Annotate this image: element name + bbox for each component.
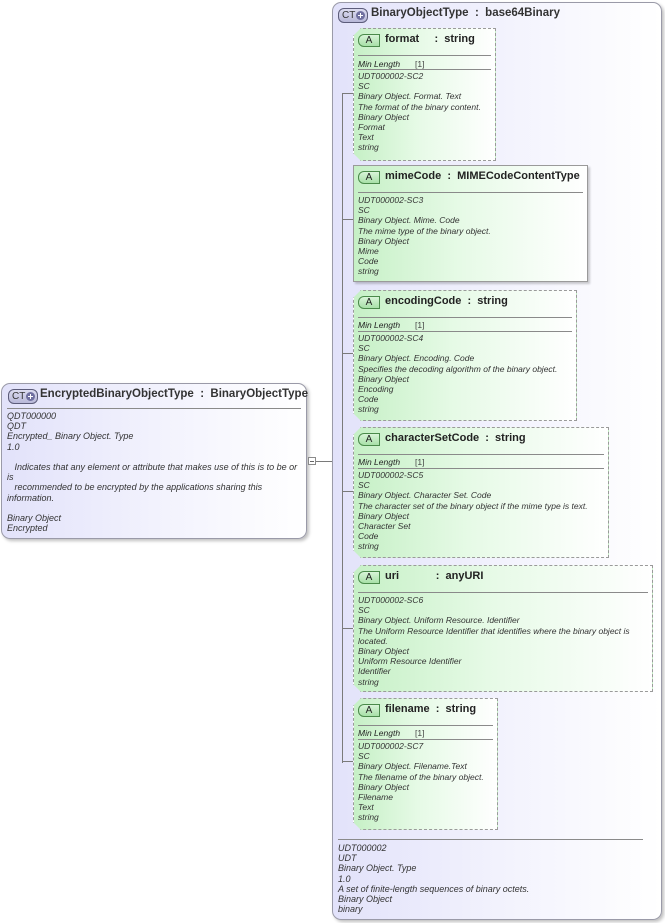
complex-type-badge-label: CT (12, 391, 26, 402)
tree-branch-filename (342, 761, 354, 762)
attribute-charactersetcode[interactable]: A characterSetCode : string Min Length [… (353, 427, 609, 558)
attribute-annotation: UDT000002-SC4 SC Binary Object. Encoding… (358, 333, 558, 415)
attribute-name: format : string (385, 33, 475, 45)
complex-type-badge: CT (338, 8, 369, 23)
type-annotation: QDT000000 QDT Encrypted_ Binary Object. … (7, 411, 298, 534)
tree-branch-charactersetcode (342, 491, 354, 492)
facet-separator (358, 468, 604, 469)
type-annotation: UDT000002 UDT Binary Object. Type 1.0 A … (338, 843, 530, 915)
connector-line (316, 461, 342, 462)
attribute-tree-line (342, 93, 343, 763)
attribute-badge-icon: A (358, 571, 380, 584)
tree-branch-mimecode (342, 219, 354, 220)
attribute-badge-icon: A (358, 433, 380, 446)
attribute-name: mimeCode : MIMECodeContentType (385, 170, 580, 182)
complex-type-badge-label: CT (342, 10, 356, 21)
attribute-filename[interactable]: A filename : string Min Length [1] UDT00… (353, 698, 498, 830)
attribute-annotation: UDT000002-SC5 SC Binary Object. Characte… (358, 470, 588, 552)
complex-type-badge: CT (8, 389, 39, 404)
name-separator (358, 725, 493, 726)
name-separator (358, 592, 648, 593)
encrypted-binary-object-type-box[interactable]: CT EncryptedBinaryObjectType : BinaryObj… (1, 383, 308, 539)
name-separator (358, 192, 583, 193)
attribute-name: filename : string (385, 703, 477, 715)
facet-label: Min Length (358, 728, 401, 738)
type-title: BinaryObjectType : base64Binary (371, 7, 560, 19)
facet-label: Min Length (358, 59, 401, 69)
facet-value: [1] (415, 457, 425, 467)
collapse-toggle-icon[interactable] (308, 457, 316, 465)
attribute-name: uri : anyURI (385, 570, 484, 582)
attribute-name: characterSetCode : string (385, 432, 526, 444)
tree-branch-format (342, 93, 354, 94)
facet-label: Min Length (358, 457, 401, 467)
name-separator (358, 454, 604, 455)
attribute-annotation: UDT000002-SC3 SC Binary Object. Mime. Co… (358, 195, 491, 277)
expand-plus-icon (356, 11, 366, 20)
attribute-badge-icon: A (358, 296, 380, 309)
attribute-badge-icon: A (358, 171, 380, 184)
attribute-annotation: UDT000002-SC6 SC Binary Object. Uniform … (358, 595, 630, 687)
attribute-badge-icon: A (358, 704, 380, 717)
attribute-format[interactable]: A format : string Min Length [1] UDT0000… (353, 28, 496, 161)
facet-separator (358, 739, 493, 740)
attribute-uri[interactable]: A uri : anyURI UDT000002-SC6 SC Binary O… (353, 565, 653, 692)
attribute-name: encodingCode : string (385, 295, 508, 307)
attribute-annotation: UDT000002-SC2 SC Binary Object. Format. … (358, 71, 481, 153)
tree-branch-encodingcode (342, 353, 354, 354)
annotation-separator (338, 839, 643, 840)
facet-separator (358, 331, 572, 332)
facet-separator (358, 69, 491, 70)
facet-value: [1] (415, 59, 425, 69)
attribute-encodingcode[interactable]: A encodingCode : string Min Length [1] U… (353, 290, 577, 421)
name-separator (358, 55, 491, 56)
type-title: EncryptedBinaryObjectType : BinaryObject… (40, 388, 308, 400)
expand-plus-icon (26, 392, 36, 401)
facet-value: [1] (415, 320, 425, 330)
facet-label: Min Length (358, 320, 401, 330)
title-separator (7, 408, 301, 409)
facet-value: [1] (415, 728, 425, 738)
attribute-badge-icon: A (358, 34, 380, 47)
attribute-mimecode[interactable]: A mimeCode : MIMECodeContentType UDT0000… (353, 165, 588, 282)
binary-object-type-box[interactable]: CT BinaryObjectType : base64Binary A for… (332, 2, 662, 920)
name-separator (358, 317, 572, 318)
attribute-annotation: UDT000002-SC7 SC Binary Object. Filename… (358, 741, 484, 823)
tree-branch-uri (342, 628, 354, 629)
